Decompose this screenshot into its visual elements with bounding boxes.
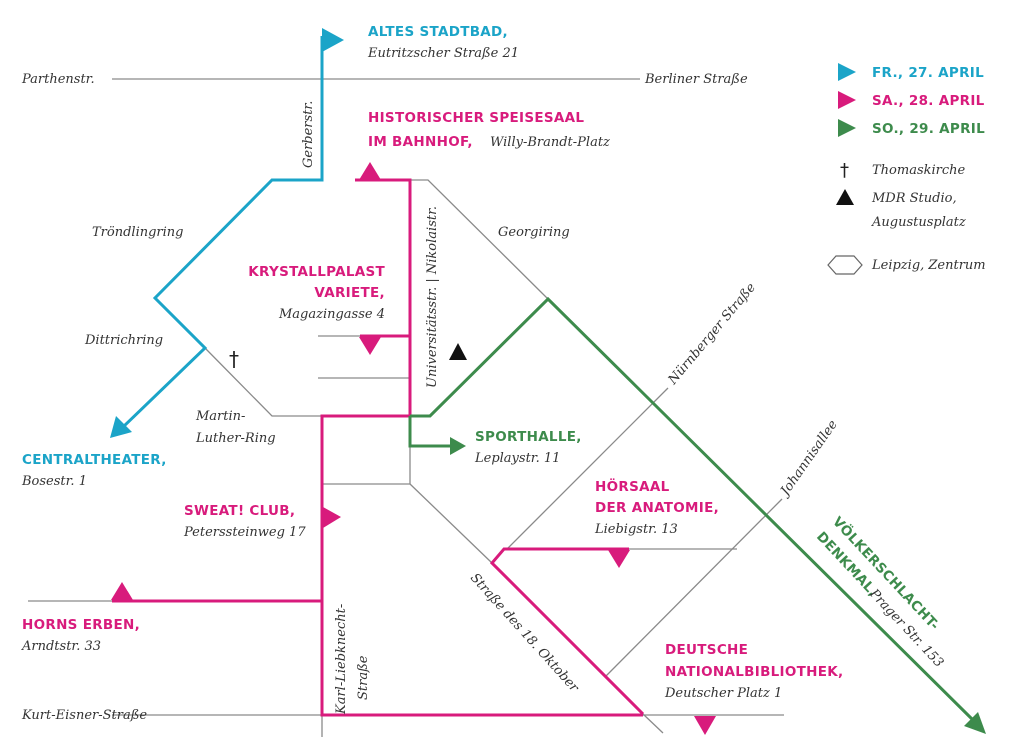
venue-central-name[interactable]: CENTRALTHEATER, bbox=[22, 452, 167, 468]
route-friday bbox=[110, 28, 344, 438]
venue-speisesaal-addr: Willy-Brandt-Platz bbox=[490, 135, 610, 150]
legend: FR., 27. APRIL SA., 28. APRIL SO., 29. A… bbox=[827, 63, 986, 275]
legend-friday: FR., 27. APRIL bbox=[872, 65, 984, 81]
venue-speisesaal-name-2[interactable]: IM BAHNHOF, bbox=[368, 134, 473, 150]
street-labels: Parthenstr. Berliner Straße Gerberstr. T… bbox=[21, 72, 841, 723]
marker-dnb bbox=[694, 716, 716, 735]
legend-saturday: SA., 28. APRIL bbox=[872, 93, 985, 109]
label-georgiring: Georgiring bbox=[498, 225, 570, 240]
marker-hoersaal bbox=[608, 550, 630, 568]
label-martin-2: Luther-Ring bbox=[195, 431, 276, 446]
venue-horns-addr: Arndtstr. 33 bbox=[21, 639, 101, 654]
venue-sport-name[interactable]: SPORTHALLE, bbox=[475, 429, 582, 445]
marker-speisesaal bbox=[359, 162, 381, 180]
venue-speisesaal-name-1[interactable]: HISTORISCHER SPEISESAAL bbox=[368, 110, 584, 126]
legend-church-icon: † bbox=[840, 160, 849, 181]
venue-hoersaal-addr: Liebigstr. 13 bbox=[594, 522, 678, 537]
legend-sunday-icon bbox=[838, 119, 856, 137]
legend-church: Thomaskirche bbox=[872, 163, 966, 178]
venue-hoersaal-name-1[interactable]: HÖRSAAL bbox=[595, 477, 670, 495]
venue-dnb-name-2[interactable]: NATIONALBIBLIOTHEK, bbox=[665, 664, 843, 680]
arrow-voelkerschlachtdenkmal bbox=[964, 712, 986, 734]
label-gerberstr: Gerberstr. bbox=[301, 101, 316, 168]
route-saturday bbox=[111, 162, 716, 735]
street-18-oktober-end bbox=[642, 713, 664, 734]
venue-krystall-name-1[interactable]: KRYSTALLPALAST bbox=[248, 264, 385, 280]
label-karl-1: Karl-Liebknecht- bbox=[334, 604, 349, 715]
street-ring-south bbox=[204, 347, 322, 417]
mdr-studio-icon bbox=[449, 343, 467, 360]
venue-sweat-addr: Peterssteinweg 17 bbox=[183, 525, 306, 540]
route-sunday bbox=[408, 296, 986, 734]
marker-sweat-club bbox=[323, 507, 341, 528]
venue-dnb-name-1[interactable]: DEUTSCHE bbox=[665, 642, 748, 658]
arrow-sporthalle bbox=[450, 437, 466, 455]
label-karl-2: Straße bbox=[356, 655, 371, 700]
legend-hexagon-icon bbox=[827, 255, 863, 275]
label-johannisallee: Johannisallee bbox=[776, 417, 841, 501]
street-nuernberger bbox=[507, 387, 669, 549]
street-johannisallee bbox=[605, 498, 783, 677]
venue-hoersaal-name-2[interactable]: DER ANATOMIE, bbox=[595, 500, 719, 516]
venue-horns-name[interactable]: HORNS ERBEN, bbox=[22, 617, 140, 633]
venue-krystall-addr: Magazingasse 4 bbox=[278, 307, 385, 322]
arrow-centraltheater bbox=[110, 416, 132, 438]
venue-krystall-name-2[interactable]: VARIETE, bbox=[314, 285, 385, 301]
street-18-oktober bbox=[409, 483, 493, 564]
venue-sweat-name[interactable]: SWEAT! CLUB, bbox=[184, 503, 295, 519]
legend-center: Leipzig, Zentrum bbox=[871, 258, 986, 273]
venue-central-addr: Bosestr. 1 bbox=[21, 474, 87, 489]
legend-mdr-1: MDR Studio, bbox=[871, 191, 957, 206]
flag-altes-stadtbad bbox=[322, 28, 344, 52]
church-icon: † bbox=[229, 347, 239, 371]
street-ring-east bbox=[410, 179, 549, 300]
label-kurt-eisner: Kurt-Eisner-Straße bbox=[21, 708, 147, 723]
label-dittrichring: Dittrichring bbox=[84, 333, 163, 348]
label-18-oktober: Straße des 18. Oktober bbox=[467, 571, 582, 696]
label-parthenstr: Parthenstr. bbox=[21, 72, 95, 87]
venue-altes-addr: Eutritzscher Straße 21 bbox=[367, 46, 519, 61]
venue-dnb-addr: Deutscher Platz 1 bbox=[664, 686, 782, 701]
legend-mdr-icon bbox=[836, 189, 854, 205]
legend-mdr-2: Augustusplatz bbox=[871, 215, 966, 230]
legend-saturday-icon bbox=[838, 91, 856, 109]
marker-horns-erben bbox=[111, 582, 133, 600]
venue-voelker-line-2: DENKMAL, Prager Str. 153 bbox=[813, 529, 946, 671]
legend-friday-icon bbox=[838, 63, 856, 81]
venue-sport-addr: Leplaystr. 11 bbox=[474, 451, 560, 466]
label-berliner: Berliner Straße bbox=[644, 72, 748, 87]
venue-altes-name[interactable]: ALTES STADTBAD, bbox=[368, 24, 508, 40]
label-martin-1: Martin- bbox=[195, 409, 245, 424]
marker-krystallpalast bbox=[359, 337, 381, 355]
label-nuernberger: Nürnberger Straße bbox=[665, 280, 759, 388]
label-universitaet: Universitätsstr. | Nikolaistr. bbox=[425, 206, 440, 388]
legend-sunday: SO., 29. APRIL bbox=[872, 121, 985, 137]
label-troendlingring: Tröndlingring bbox=[92, 225, 183, 240]
